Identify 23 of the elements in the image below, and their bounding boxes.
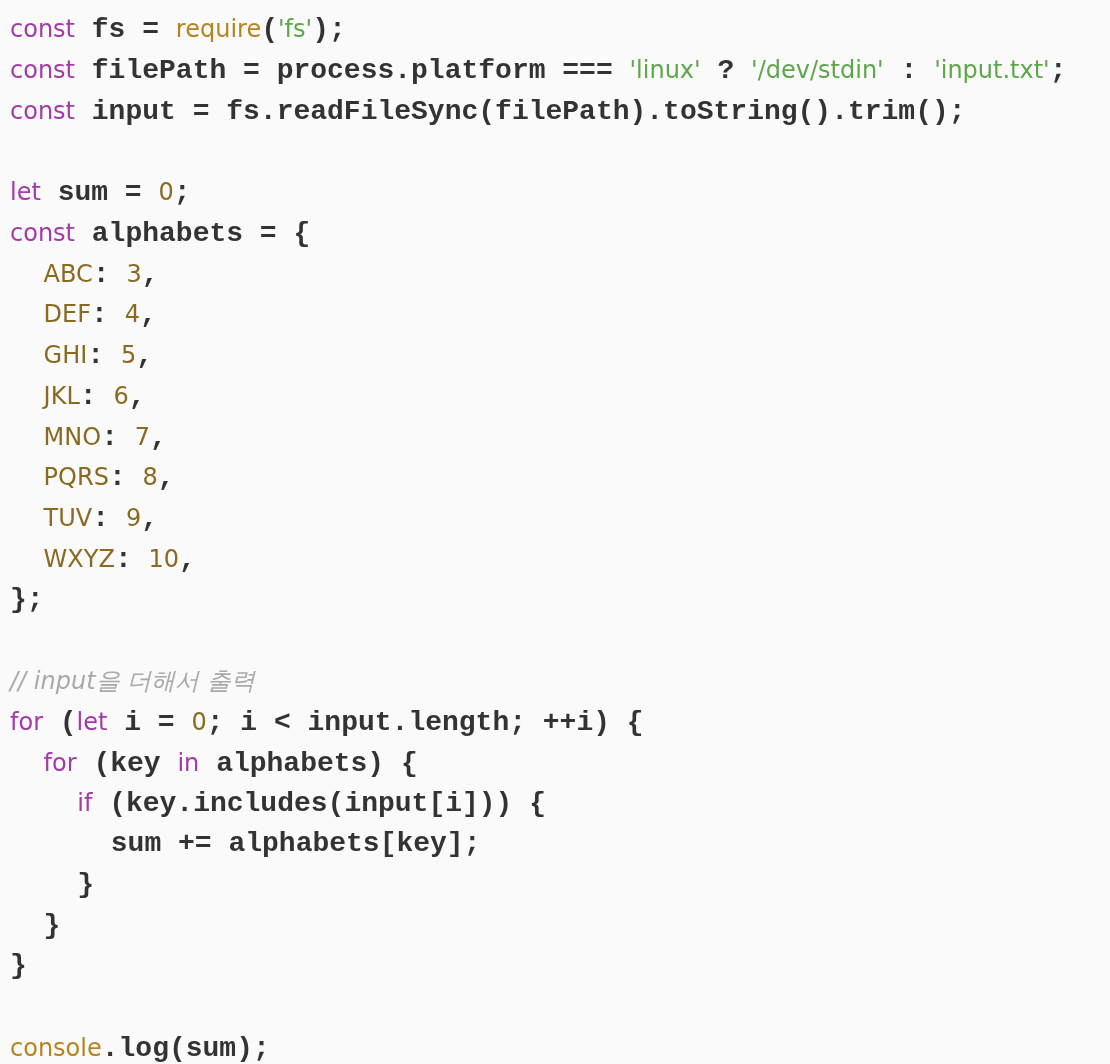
code-line: PQRS: 8, — [42, 461, 175, 496]
code-line: if (key.includes(input[i])) { — [76, 787, 547, 822]
code-line: MNO: 7, — [42, 420, 167, 455]
code-line: console.log(sum); — [10, 1031, 270, 1064]
code-line: JKL: 6, — [41, 379, 146, 414]
code-line: for (let i = 0; i < input.length; ++i) { — [10, 705, 644, 740]
code-comment: // input을 더해서 출력 — [10, 666, 255, 697]
code-line: } — [76, 867, 94, 902]
code-line: GHI: 5, — [42, 339, 154, 373]
code-line: const input = fs.readFileSync(filePath).toString().trim(); — [10, 94, 966, 129]
code-line: } — [42, 908, 61, 943]
code-line: TUV: 9, — [42, 502, 158, 536]
code-line: }; — [10, 582, 44, 617]
code-line: ABC: 3, — [42, 257, 159, 292]
code-line: let sum = 0; — [10, 176, 191, 210]
code-line: WXYZ: 10, — [42, 542, 196, 577]
code-line: for (key in alphabets) { — [42, 746, 418, 781]
code-line: } — [10, 949, 27, 984]
code-line: const alphabets = { — [10, 216, 311, 251]
code-line: sum += alphabets[key]; — [109, 827, 481, 861]
code-line: const filePath = process.platform === 'linux' ? '/dev/stdin' : 'input.txt'; — [10, 53, 1067, 88]
code-line: const fs = require('fs'); — [10, 13, 346, 47]
code-line: DEF: 4, — [42, 298, 157, 333]
